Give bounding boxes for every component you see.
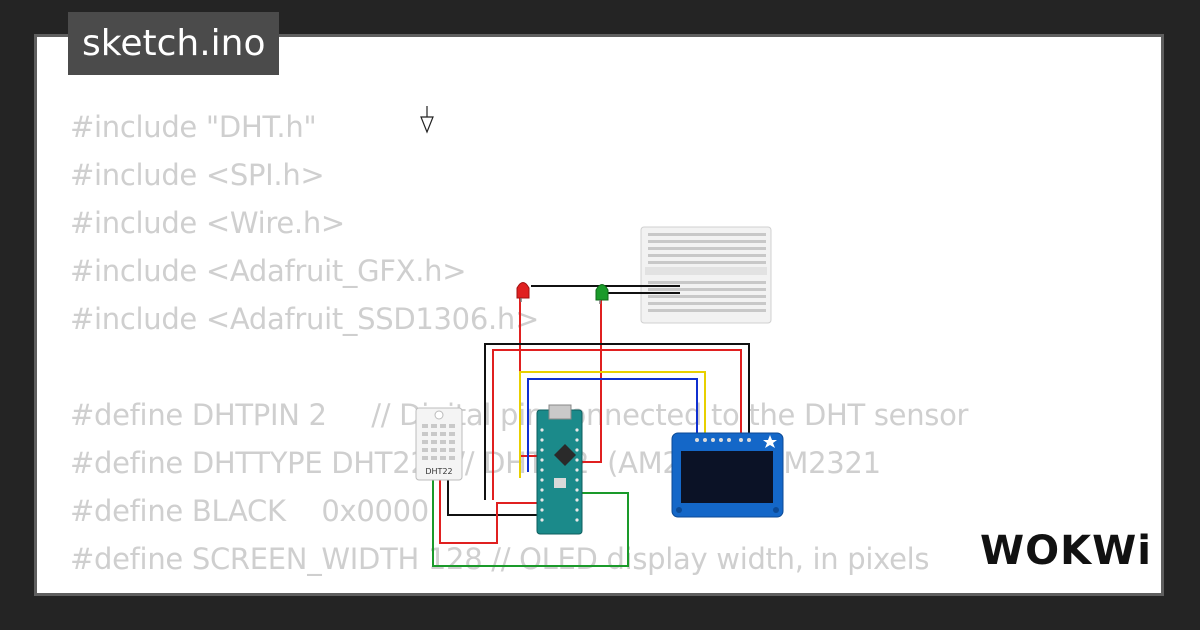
wire-green-dht — [432, 480, 629, 567]
svg-text:WOKWi: WOKWi — [980, 528, 1152, 572]
breadboard[interactable] — [640, 226, 772, 324]
preview-card: #include "DHT.h" #include <SPI.h> #include… — [34, 34, 1164, 596]
code-line: #define BLACK 0x0000 — [70, 494, 429, 528]
wire-black-gnd — [484, 343, 750, 500]
arrow-cursor-icon — [420, 106, 434, 134]
wire-red-dht — [439, 480, 545, 544]
wire-black-dht — [447, 480, 545, 516]
code-line: #include <SPI.h> — [70, 158, 325, 192]
code-line: #include <Wire.h> — [70, 206, 345, 240]
code-line: #include <Adafruit_GFX.h> — [70, 254, 467, 288]
code-line: #include "DHT.h" — [70, 110, 317, 144]
code-line: #define SCREEN_HEIGHT 64 // OLED display… — [70, 583, 968, 593]
code-line: #include <Adafruit_SSD1306.h> — [70, 302, 539, 336]
star-icon — [763, 435, 777, 448]
dht22-sensor[interactable]: DHT22 — [415, 407, 463, 481]
code-line: #define SCREEN_WIDTH 128 // OLED display… — [70, 542, 930, 576]
wokwi-logo: WOKWi — [978, 524, 1153, 576]
wire-red-vcc — [492, 349, 742, 500]
wire-yellow-scl — [519, 371, 706, 478]
wokwi-logo-mark: WOKWi — [980, 528, 1152, 574]
oled-display[interactable] — [671, 432, 784, 518]
sensor-label: DHT22 — [425, 467, 452, 476]
wire-blue-sda — [527, 378, 698, 472]
wires — [432, 285, 750, 567]
green-led[interactable] — [595, 284, 609, 305]
arduino-nano-board[interactable] — [536, 404, 583, 535]
red-led[interactable] — [516, 282, 530, 303]
file-tab[interactable]: sketch.ino — [68, 12, 280, 75]
